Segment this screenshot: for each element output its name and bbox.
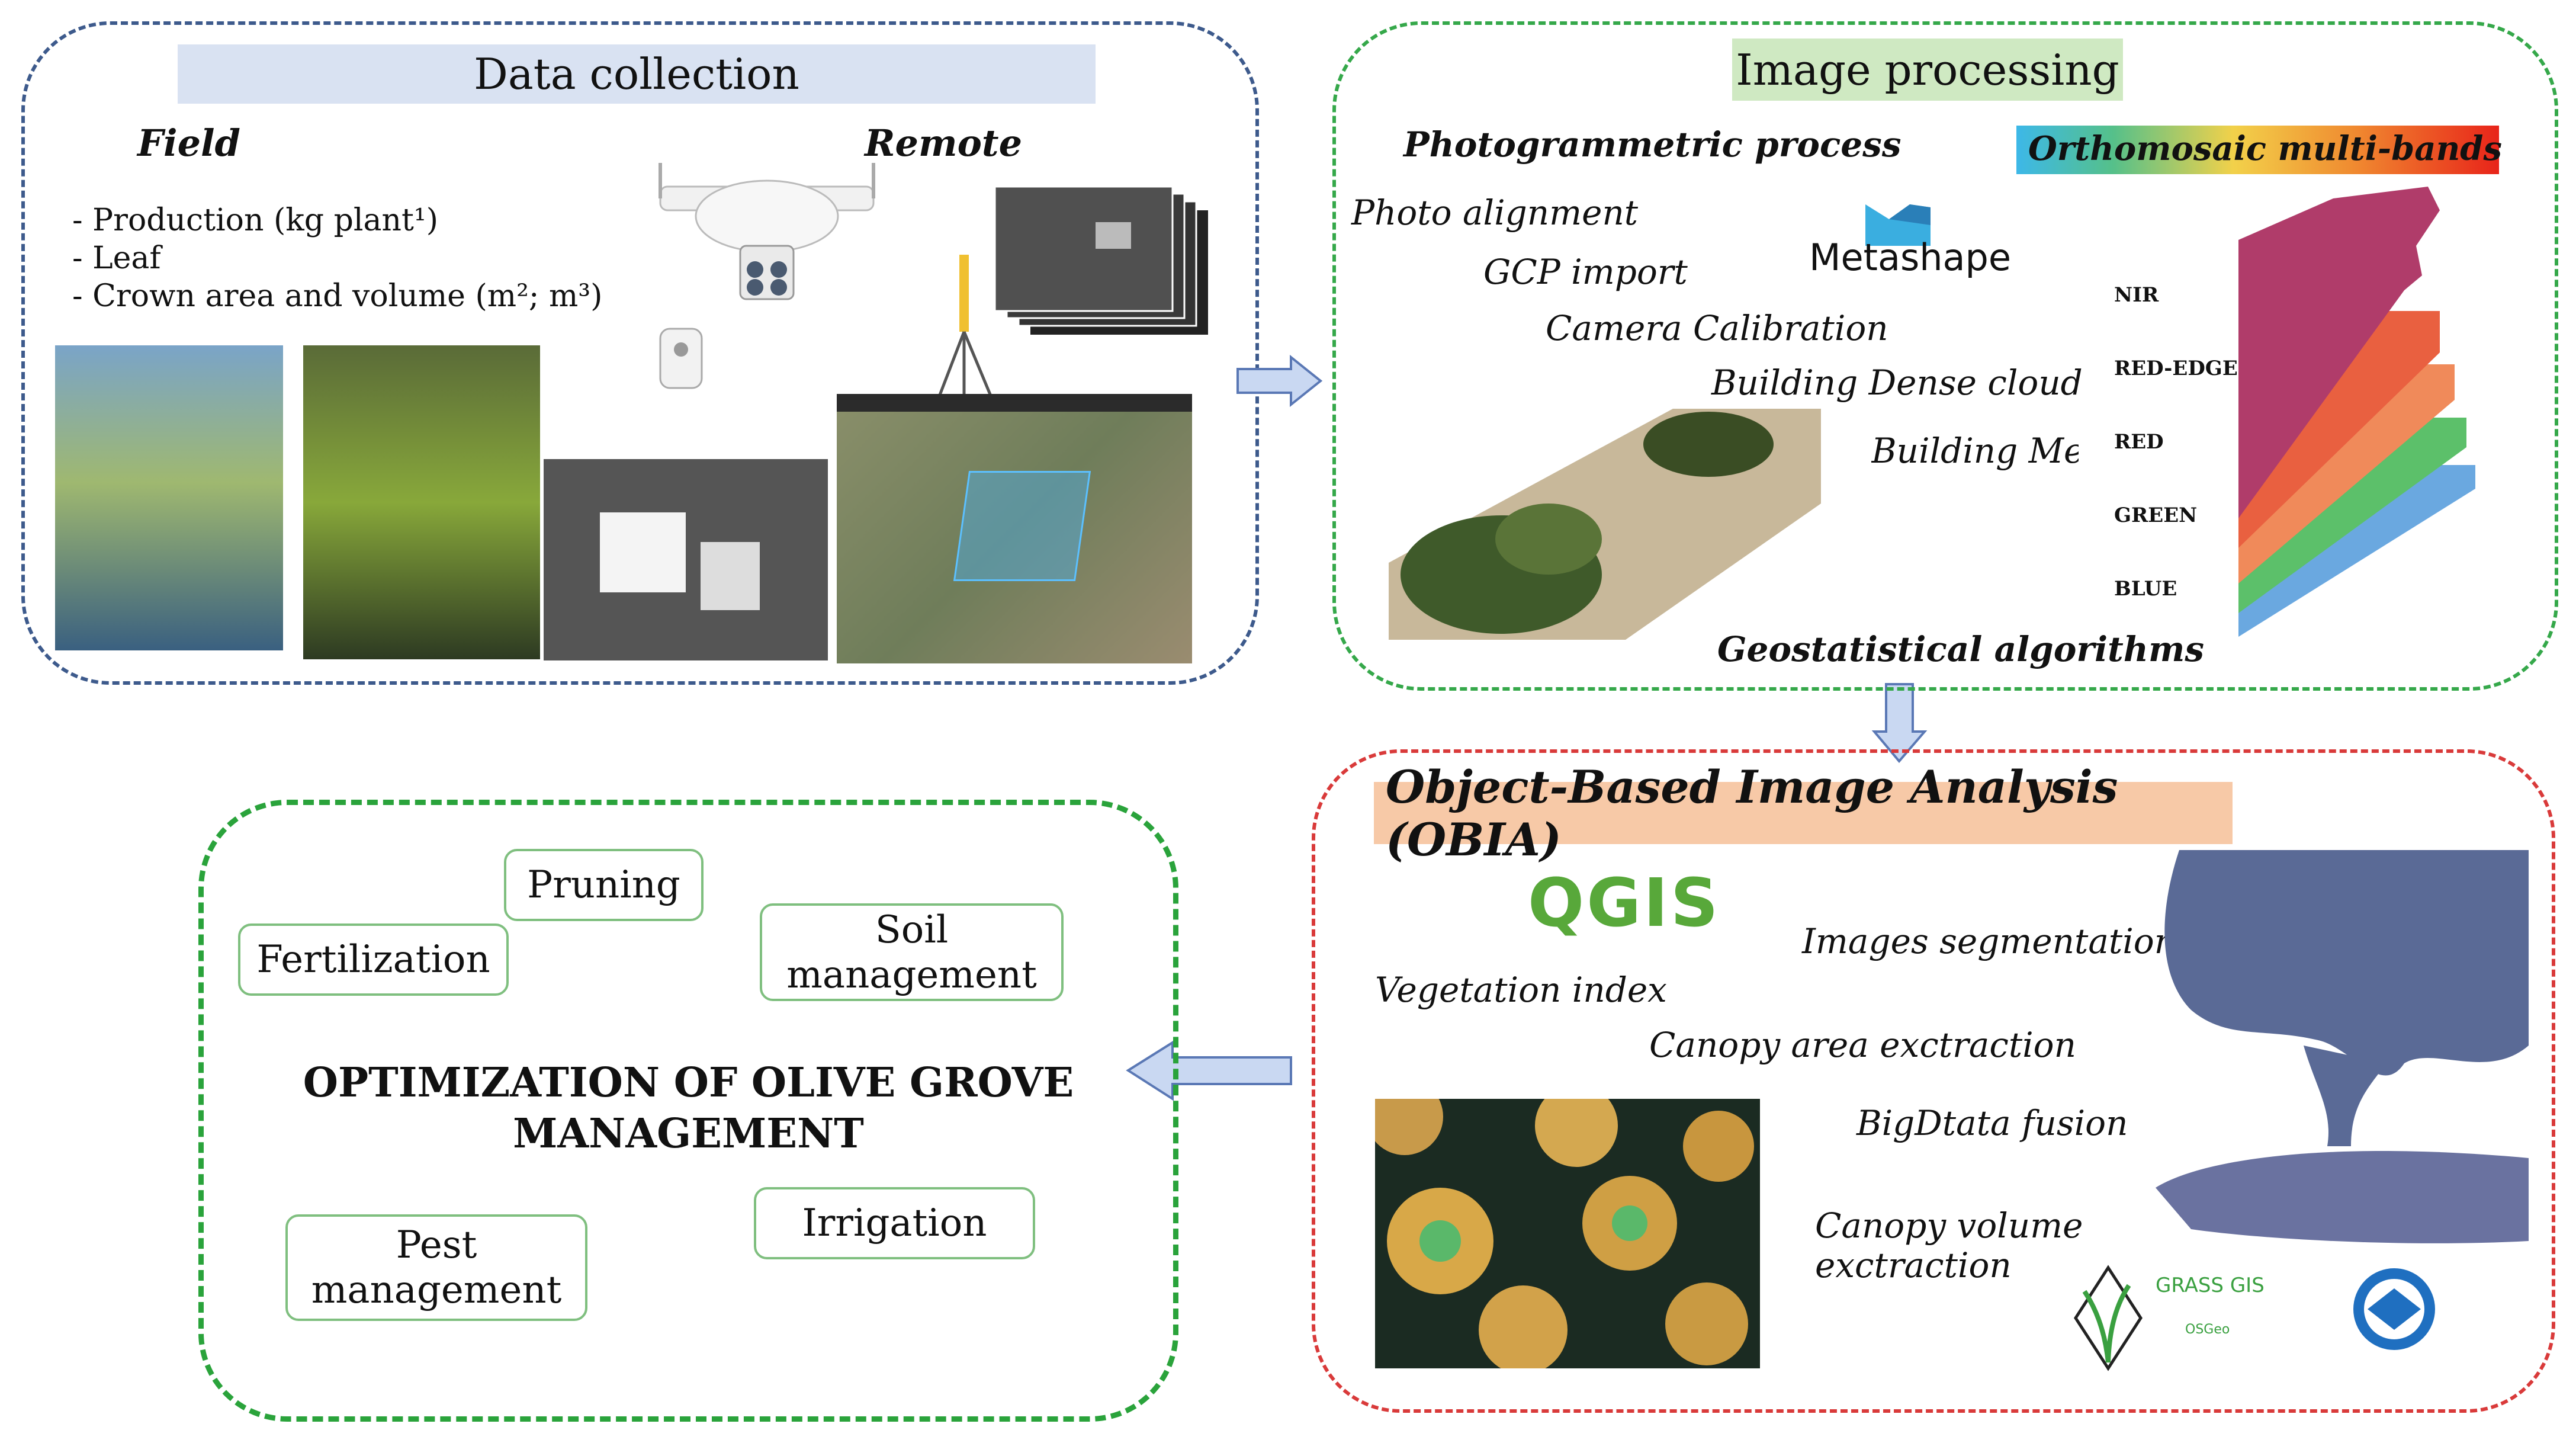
obia-title: Object-Based Image Analysis (OBIA): [1374, 761, 2233, 866]
band-label-nir: NIR: [2114, 283, 2159, 307]
step-gcp-import: GCP import: [1483, 252, 1688, 292]
step-bigdata-fusion: BigDtata fusion: [1856, 1103, 2128, 1143]
remote-label: Remote: [865, 121, 1023, 165]
image-processing-panel: [1332, 21, 2558, 691]
arrow-down-to-obia: [1871, 683, 1928, 764]
obia-panel: [1312, 749, 2555, 1413]
optimization-title-line1: OPTIMIZATION OF OLIVE GROVE: [303, 1059, 1074, 1107]
data-collection-panel: [21, 21, 1259, 685]
step-canopy-volume-line2: exctraction: [1815, 1245, 2012, 1285]
field-photo-workers: [55, 345, 283, 650]
grass-gis-logo-text: GRASS GIS: [2156, 1274, 2265, 1297]
metashape-logo-text: Metashape: [1809, 236, 2012, 279]
calibration-panel-photo: [544, 459, 828, 660]
fertilization-box: Fertilization: [238, 923, 509, 996]
step-camera-calibration: Camera Calibration: [1546, 308, 1888, 348]
field-label: Field: [137, 121, 240, 165]
multispectral-image-stack: [995, 187, 1208, 335]
step-photo-alignment: Photo alignment: [1351, 193, 1639, 233]
blue-circular-logo-icon: [2353, 1268, 2435, 1350]
pruning-box: Pruning: [504, 849, 704, 921]
grass-gis-logo-icon: [2074, 1265, 2143, 1371]
arrow-right-to-processing: [1236, 354, 1323, 408]
image-processing-title: Image processing: [1732, 39, 2123, 101]
band-label-green: GREEN: [2114, 504, 2198, 527]
soil-management-box: Soil management: [760, 903, 1064, 1001]
drone-image: [659, 163, 875, 389]
irrigation-label: Irrigation: [802, 1201, 987, 1245]
band-label-red: RED: [2114, 430, 2164, 454]
field-item-crown: - Crown area and volume (m²; m³): [72, 278, 603, 314]
soil-management-line2: management: [786, 953, 1037, 997]
field-item-leaf: - Leaf: [72, 240, 161, 276]
step-vegetation-index: Vegetation index: [1375, 970, 1667, 1010]
field-item-production: - Production (kg plant¹): [72, 203, 439, 238]
pruning-label: Pruning: [527, 863, 680, 907]
optimization-title-line2: MANAGEMENT: [513, 1110, 864, 1157]
flight-planning-screenshot: [837, 394, 1192, 663]
osgeo-logo-text: OSGeo: [2185, 1322, 2230, 1337]
fertilization-label: Fertilization: [256, 938, 490, 982]
band-label-red-edge: RED-EDGE: [2114, 357, 2238, 380]
arrow-left-to-optimization: [1126, 1040, 1292, 1101]
band-label-blue: BLUE: [2114, 577, 2177, 601]
step-images-segmentation: Images segmentation: [1802, 921, 2177, 961]
orthomosaic-band-stack: [2238, 187, 2475, 637]
qgis-logo: QGIS: [1528, 865, 1721, 942]
pest-management-line1: Pest: [396, 1223, 477, 1267]
tree-mesh-image: [2156, 850, 2529, 1243]
dense-cloud-image: [1389, 409, 1821, 640]
optimization-title: OPTIMIZATION OF OLIVE GROVE MANAGEMENT: [198, 1057, 1178, 1159]
metashape-logo-icon: [1865, 204, 1931, 246]
pest-management-box: Pest management: [285, 1214, 587, 1321]
soil-management-line1: Soil: [875, 908, 949, 952]
canopy-segmentation-image: [1375, 1099, 1760, 1368]
step-building-mesh: Building Mesh: [1871, 431, 2079, 471]
orthomosaic-gradient-bar: [2016, 126, 2499, 174]
pest-management-line2: management: [311, 1268, 562, 1312]
gnss-tripod-image: [934, 255, 997, 406]
orthomosaic-label: Orthomosaic multi-bands: [2028, 129, 2502, 168]
step-canopy-area: Canopy area exctraction: [1649, 1025, 2076, 1065]
photogrammetric-label: Photogrammetric process: [1403, 124, 1902, 165]
optimization-panel: [198, 800, 1178, 1422]
field-photo-harvest-crates: [303, 345, 540, 659]
step-canopy-volume-line1: Canopy volume: [1815, 1205, 2083, 1246]
geostatistical-label: Geostatistical algorithms: [1717, 629, 2204, 669]
step-dense-cloud: Building Dense cloud: [1711, 363, 2083, 403]
data-collection-title: Data collection: [178, 44, 1096, 104]
irrigation-box: Irrigation: [754, 1187, 1035, 1259]
